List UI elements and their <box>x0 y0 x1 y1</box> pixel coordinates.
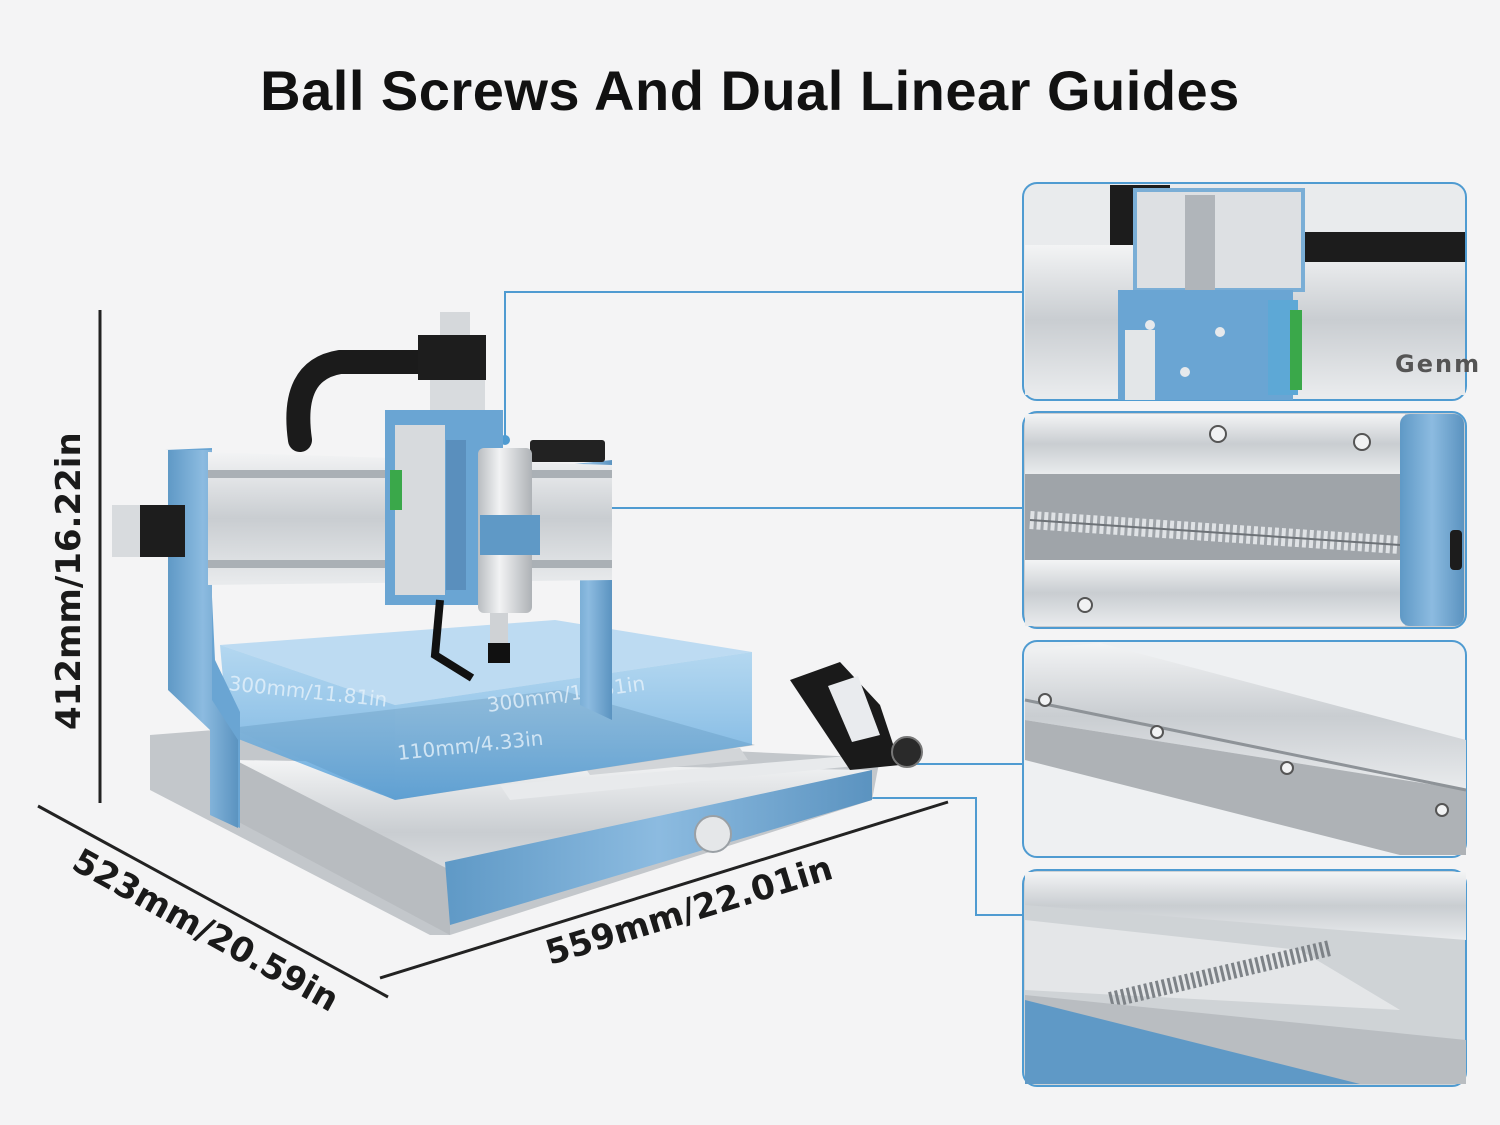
height-dimension-label: 412mm/16.22in <box>49 432 89 730</box>
detail-panel-y-axis-linear-guide <box>1022 640 1467 858</box>
dimension-lines <box>37 310 949 999</box>
page-title: Ball Screws And Dual Linear Guides <box>260 59 1240 122</box>
detail-panel-x-axis-ball-screw <box>1022 411 1467 629</box>
cnc-machine: 300mm/11.81in 300mm/11.81in 110mm/4.33in <box>112 312 923 935</box>
panel-brand-text: Genm <box>1395 350 1481 378</box>
adjust-knob <box>694 815 732 853</box>
callout-lines <box>504 291 1022 916</box>
detail-panel-z-axis: Genm <box>1022 182 1481 401</box>
detail-panel-y-axis-ball-screw <box>1022 869 1467 1087</box>
